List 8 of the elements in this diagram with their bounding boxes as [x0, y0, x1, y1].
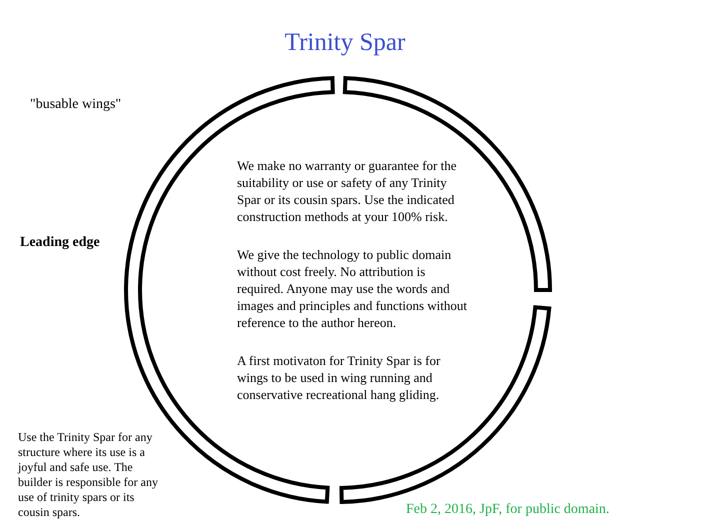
side-label: Leading edge	[20, 234, 100, 252]
disclaimer-text: We make no warranty or guarantee for the suitability or use or safety of any Trinity Spar or its cousin spars. Use the indicated construction methods at your 100% risk.	[237, 157, 458, 225]
usage-text: Use the Trinity Spar for any structure where its use is a joyful and safe use. The builder is responsible for any use of trinity spars or its cousin spars.	[18, 430, 159, 520]
motivation-text: A first motivaton for Trinity Spar is for wings to be used in wing running and conservative recreational hang gliding.	[237, 352, 442, 403]
tag-line: "busable wings"	[30, 96, 122, 114]
date-note: Feb 2, 2016, JpF, for public domain.	[406, 501, 610, 519]
title: Trinity Spar	[284, 28, 406, 58]
license-text: We give the technology to public domain without cost freely. No attribution is required. Anyone may use the words and images and principles and functions without reference to the author hereon.	[237, 246, 468, 331]
